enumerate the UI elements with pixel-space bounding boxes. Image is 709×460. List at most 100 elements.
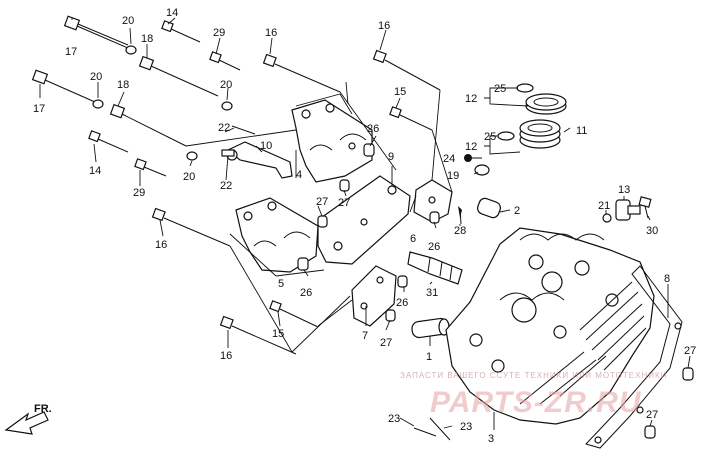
- callout-14-a: 14: [166, 7, 178, 19]
- stud-23-left: [413, 427, 437, 437]
- insulator-11-upper: [525, 93, 567, 115]
- callout-27-d: 27: [684, 345, 696, 357]
- callout-12-b: 12: [465, 141, 477, 153]
- callout-20-d: 20: [183, 171, 195, 183]
- callout-30: 30: [646, 225, 658, 237]
- callout-25-b: 25: [484, 131, 496, 143]
- callout-2: 2: [514, 205, 520, 217]
- callout-29-b: 29: [133, 187, 145, 199]
- callout-22-a: 22: [218, 122, 230, 134]
- callout-27-b: 27: [338, 197, 350, 209]
- callout-11: 11: [576, 125, 587, 137]
- dowel-26-a: [363, 143, 375, 157]
- spark-plug-31: [407, 251, 463, 285]
- callout-8: 8: [664, 273, 670, 285]
- bolt-29-upper: [209, 51, 241, 71]
- oring-25-lower: [497, 131, 515, 141]
- bolt-30: [638, 196, 652, 219]
- dowel-27-e: [644, 425, 656, 439]
- callout-labels: 20 14 29 16 16 17 18 20 17 18 20 22 10 2…: [33, 7, 696, 445]
- oring-25-upper: [516, 83, 534, 93]
- callout-28: 28: [454, 225, 466, 237]
- callout-20-c: 20: [220, 79, 232, 91]
- bolt-14-lower: [88, 130, 129, 153]
- bolt-17-upper: [63, 15, 129, 49]
- sleeve-1: [411, 317, 450, 339]
- washer-20-a: [125, 45, 137, 55]
- callout-24: 24: [443, 153, 455, 165]
- callout-15-a: 15: [394, 86, 406, 98]
- stud-18-lower: [109, 103, 187, 147]
- watermark-subtitle: ЗАПАСТИ ВАШЕГО ССУТЕ ТЕХНИКИ ИЛИ МОТОТЕХ…: [400, 371, 667, 380]
- dowel-26-b: [429, 211, 440, 224]
- watermark: ЗАПАСТИ ВАШЕГО ССУТЕ ТЕХНИКИ ИЛИ МОТОТЕХ…: [400, 371, 667, 419]
- callout-25-a: 25: [494, 83, 506, 95]
- sensor-13: [615, 199, 641, 221]
- sleeve-2: [477, 197, 501, 219]
- bolt-16-top-right: [372, 49, 441, 91]
- bolt-16-upper: [262, 53, 341, 93]
- bolt-15-lower: [269, 300, 319, 328]
- callout-4: 4: [296, 169, 302, 181]
- washer-20-c: [221, 101, 233, 111]
- callout-9: 9: [388, 151, 394, 163]
- dowel-27-c: [385, 309, 396, 322]
- bracket-9: [317, 175, 411, 265]
- callout-16-c: 16: [155, 239, 167, 251]
- gasket-8: [585, 265, 683, 449]
- callout-18-a: 18: [141, 33, 153, 45]
- dowel-27-a: [317, 215, 328, 228]
- dowel-27-d: [682, 367, 694, 381]
- callout-19: 19: [447, 170, 459, 182]
- front-label: FR.: [34, 403, 52, 415]
- callout-22-b: 22: [220, 180, 232, 192]
- callout-26-c: 26: [300, 287, 312, 299]
- cylinder-head-3: [445, 227, 655, 425]
- pin-22-upper: [231, 125, 256, 135]
- callout-31: 31: [426, 287, 438, 299]
- callout-16-b: 16: [378, 20, 390, 32]
- callout-29-a: 29: [213, 27, 225, 39]
- dowel-27-b: [339, 179, 350, 192]
- washer-20-d: [186, 151, 198, 161]
- callout-7: 7: [362, 330, 368, 342]
- callout-12-a: 12: [465, 93, 477, 105]
- callout-27-c: 27: [380, 337, 392, 349]
- callout-23-b: 23: [460, 421, 472, 433]
- callout-3: 3: [488, 433, 494, 445]
- stud-23-right: [429, 417, 451, 441]
- callout-17-a: 17: [65, 46, 77, 58]
- callout-15-b: 15: [272, 328, 284, 340]
- cap-19: [474, 164, 490, 176]
- callout-1: 1: [426, 351, 432, 363]
- bolt-16-lower: [219, 315, 297, 355]
- callout-16-a: 16: [265, 27, 277, 39]
- callout-16-d: 16: [220, 350, 232, 362]
- camshaft-holder-4: [291, 99, 373, 183]
- bolt-17-lower: [31, 69, 96, 103]
- callout-23-a: 23: [388, 413, 400, 425]
- callout-10: 10: [260, 140, 272, 152]
- pin-22-lower: [221, 149, 235, 157]
- pin-28: [458, 206, 462, 225]
- camshaft-holder-5: [235, 197, 319, 273]
- leader-lines: [39, 17, 691, 430]
- washer-21: [602, 213, 612, 223]
- callout-18-b: 18: [117, 79, 129, 91]
- callout-14-b: 14: [89, 165, 101, 177]
- callout-20-b: 20: [90, 71, 102, 83]
- insulator-11-lower: [519, 119, 561, 149]
- dowel-26-d: [397, 275, 408, 288]
- bolt-15-upper: [389, 106, 433, 131]
- bolt-16-middle: [151, 207, 231, 247]
- washer-20-b: [92, 99, 104, 109]
- callout-27-a: 27: [316, 196, 328, 208]
- bolt-29-lower: [134, 158, 167, 177]
- front-direction-arrow: FR.: [4, 403, 52, 435]
- callout-6: 6: [410, 233, 416, 245]
- callout-27-e: 27: [646, 409, 658, 421]
- dowel-26-c: [297, 257, 309, 271]
- callout-26-b: 26: [428, 241, 440, 253]
- callout-21: 21: [598, 200, 610, 212]
